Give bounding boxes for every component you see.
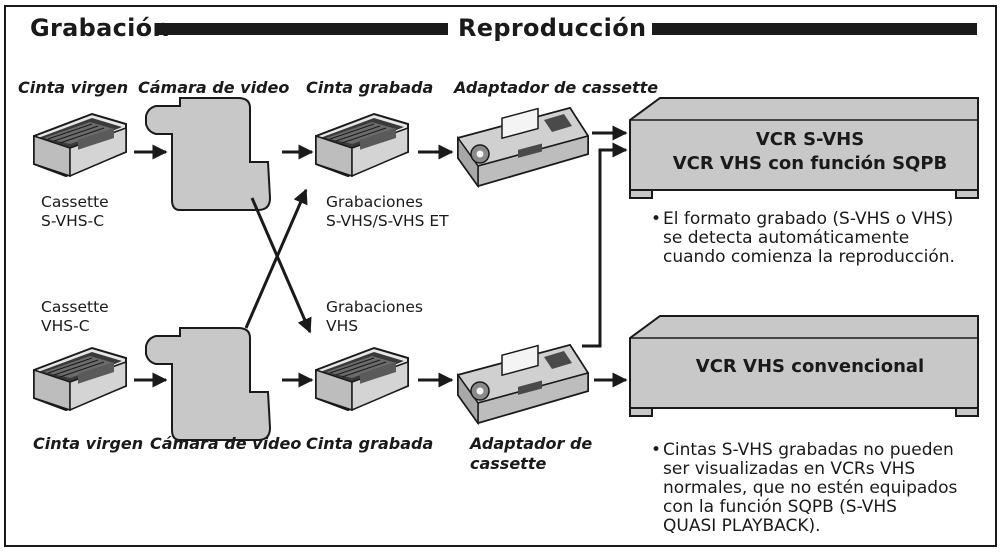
cassette-label-top-line2: S-VHS-C bbox=[41, 212, 105, 230]
cassette-label-bottom-line1: Cassette bbox=[41, 298, 109, 316]
cassette-label-top-line1: Cassette bbox=[41, 193, 109, 211]
note-top: • El formato grabado (S-VHS o VHS) se de… bbox=[651, 209, 983, 267]
recording-heading-bar bbox=[158, 23, 448, 35]
vcr-top-label-line1: VCR S-VHS bbox=[755, 129, 865, 150]
cassette-label-bottom-line2: VHS-C bbox=[41, 317, 90, 335]
note-bottom-line3: normales, que no estén equipados bbox=[663, 478, 958, 498]
vcr-bottom-label: VCR VHS convencional bbox=[695, 356, 925, 377]
adapter-caption-bottom-line1: Adaptador de bbox=[470, 434, 593, 453]
camera-caption-bottom: Cámara de video bbox=[150, 434, 302, 453]
note-top-line3: cuando comienza la reproducción. bbox=[663, 247, 955, 267]
recording-heading: Grabación bbox=[30, 14, 170, 42]
vhs-vcr-bottom-icon bbox=[629, 315, 979, 417]
note-bottom: • Cintas S-VHS grabadas no pueden ser vi… bbox=[651, 440, 983, 536]
playback-heading: Reproducción bbox=[458, 14, 647, 42]
note-top-line1: El formato grabado (S-VHS o VHS) bbox=[663, 209, 954, 229]
svhs-vcr-top-icon bbox=[629, 97, 979, 199]
recorded-tape-caption-bottom: Cinta grabada bbox=[306, 434, 434, 453]
recorded-tape-caption-top: Cinta grabada bbox=[306, 78, 434, 97]
cassette-adapter-top-icon bbox=[457, 107, 589, 187]
note-bottom-bullet: • bbox=[651, 440, 662, 460]
recordings-label-bottom-line2: VHS bbox=[326, 317, 359, 335]
blank-cassette-bottom-icon bbox=[33, 347, 127, 411]
camera-caption-top: Cámara de video bbox=[138, 78, 290, 97]
recorded-cassette-top-icon bbox=[315, 113, 409, 177]
adapter-caption-top: Adaptador de cassette bbox=[454, 78, 659, 97]
arrow-bottom-adapter-to-svhs-vcr bbox=[582, 142, 628, 348]
note-top-bullet: • bbox=[651, 209, 662, 229]
recordings-label-bottom-line1: Grabaciones bbox=[326, 298, 423, 316]
note-bottom-line1: Cintas S-VHS grabadas no pueden bbox=[663, 440, 954, 460]
adapter-caption-bottom-line2: cassette bbox=[470, 454, 547, 473]
note-bottom-line5: QUASI PLAYBACK). bbox=[663, 516, 821, 536]
blank-cassette-top-icon bbox=[33, 113, 127, 177]
blank-tape-caption-top: Cinta virgen bbox=[18, 78, 129, 97]
diagram-frame bbox=[4, 5, 997, 547]
arrow-bottom-camera-to-svhs-tape bbox=[244, 188, 308, 329]
blank-tape-caption-bottom: Cinta virgen bbox=[33, 434, 144, 453]
recordings-label-top-line2: S-VHS/S-VHS ET bbox=[326, 212, 449, 230]
playback-heading-bar bbox=[652, 23, 977, 35]
recordings-label-top-line1: Grabaciones bbox=[326, 193, 423, 211]
note-bottom-line2: ser visualizadas en VCRs VHS bbox=[663, 459, 916, 479]
note-bottom-line4: con la función SQPB (S-VHS bbox=[663, 497, 897, 517]
recorded-cassette-bottom-icon bbox=[315, 347, 409, 411]
note-top-line2: se detecta automáticamente bbox=[663, 228, 910, 248]
vcr-top-label-line2: VCR VHS con función SQPB bbox=[672, 153, 948, 174]
cassette-adapter-bottom-icon bbox=[457, 344, 589, 424]
video-camera-bottom-icon bbox=[145, 327, 271, 441]
video-camera-top-icon bbox=[145, 97, 271, 211]
arrow-top-camera-to-vhs-tape bbox=[250, 197, 312, 334]
